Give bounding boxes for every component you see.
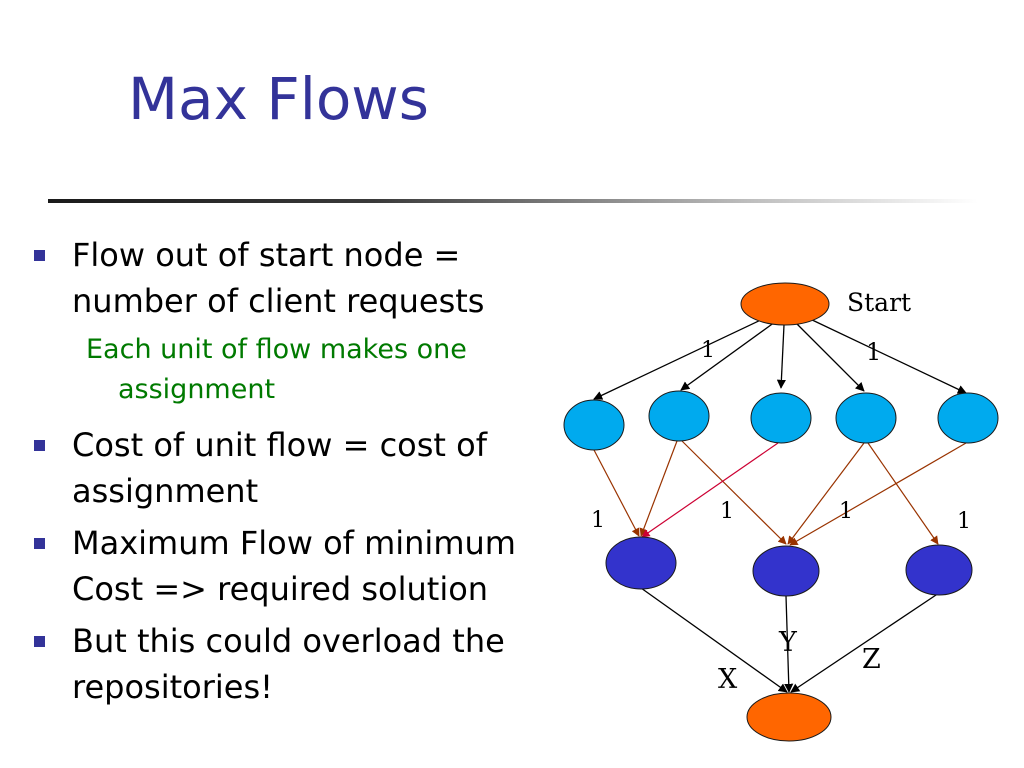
edge-label-x: X xyxy=(718,664,738,695)
client-node-5 xyxy=(937,392,999,444)
bullet-text: Maximum Flow of minimum Cost => required… xyxy=(72,524,516,608)
client-node-4 xyxy=(835,392,897,444)
repository-node-2 xyxy=(752,545,820,597)
bullet-item: Flow out of start node = number of clien… xyxy=(34,232,574,324)
square-bullet-icon xyxy=(34,250,45,261)
edge-repo3-sink xyxy=(790,592,940,693)
bullet-text: But this could overload the repositories… xyxy=(72,622,505,706)
edge-capacity-label: 1 xyxy=(866,338,881,366)
edge-capacity-label: 1 xyxy=(591,508,605,533)
bullet-text: Cost of unit flow = cost of assignment xyxy=(72,426,487,510)
square-bullet-icon xyxy=(34,636,45,647)
edge-client2-repo1 xyxy=(639,440,678,537)
edge-client2-repo2 xyxy=(681,440,787,545)
sub-bullet-item: Each unit of flow makes one assignment xyxy=(86,334,467,405)
client-node-2 xyxy=(648,390,710,442)
edge-client1-repo1 xyxy=(593,449,640,537)
repository-node-1 xyxy=(605,536,677,590)
square-bullet-icon xyxy=(34,538,45,549)
client-node-1 xyxy=(563,399,625,451)
edge-repo1-sink xyxy=(640,587,788,693)
edge-label-y: Y xyxy=(778,627,798,658)
sink-node xyxy=(746,692,832,742)
edge-start-client-3 xyxy=(776,324,786,389)
square-bullet-icon xyxy=(34,440,45,451)
edge-start-client-2 xyxy=(680,321,776,391)
edge-capacity-label: 1 xyxy=(720,499,734,524)
edge-capacity-label: 1 xyxy=(957,509,971,534)
bullet-list: Flow out of start node = number of clien… xyxy=(34,232,574,716)
edge-client4-repo3 xyxy=(867,442,939,545)
edge-client3-repo1 xyxy=(641,442,779,538)
edge-repo2-sink xyxy=(784,595,794,693)
start-node xyxy=(740,282,830,326)
edge-start-client-5 xyxy=(807,317,967,394)
title-divider xyxy=(48,199,978,203)
edge-start-client-4 xyxy=(794,321,865,392)
edge-capacity-label: 1 xyxy=(839,499,853,524)
bullet-text: Flow out of start node = number of clien… xyxy=(72,236,485,320)
start-label: Start xyxy=(847,288,911,317)
edge-client4-repo2 xyxy=(787,442,865,545)
edge-client5-repo2 xyxy=(789,442,967,546)
bullet-item: But this could overload the repositories… xyxy=(34,618,574,710)
slide-title: Max Flows xyxy=(128,65,429,133)
edge-label-z: Z xyxy=(862,644,881,675)
edge-start-client-1 xyxy=(593,317,766,400)
edge-capacity-label: 1 xyxy=(701,338,715,363)
repository-node-3 xyxy=(905,544,973,596)
client-node-3 xyxy=(750,392,812,444)
bullet-item: Maximum Flow of minimum Cost => required… xyxy=(34,520,574,612)
bullet-item: Cost of unit flow = cost of assignment xyxy=(34,422,574,514)
